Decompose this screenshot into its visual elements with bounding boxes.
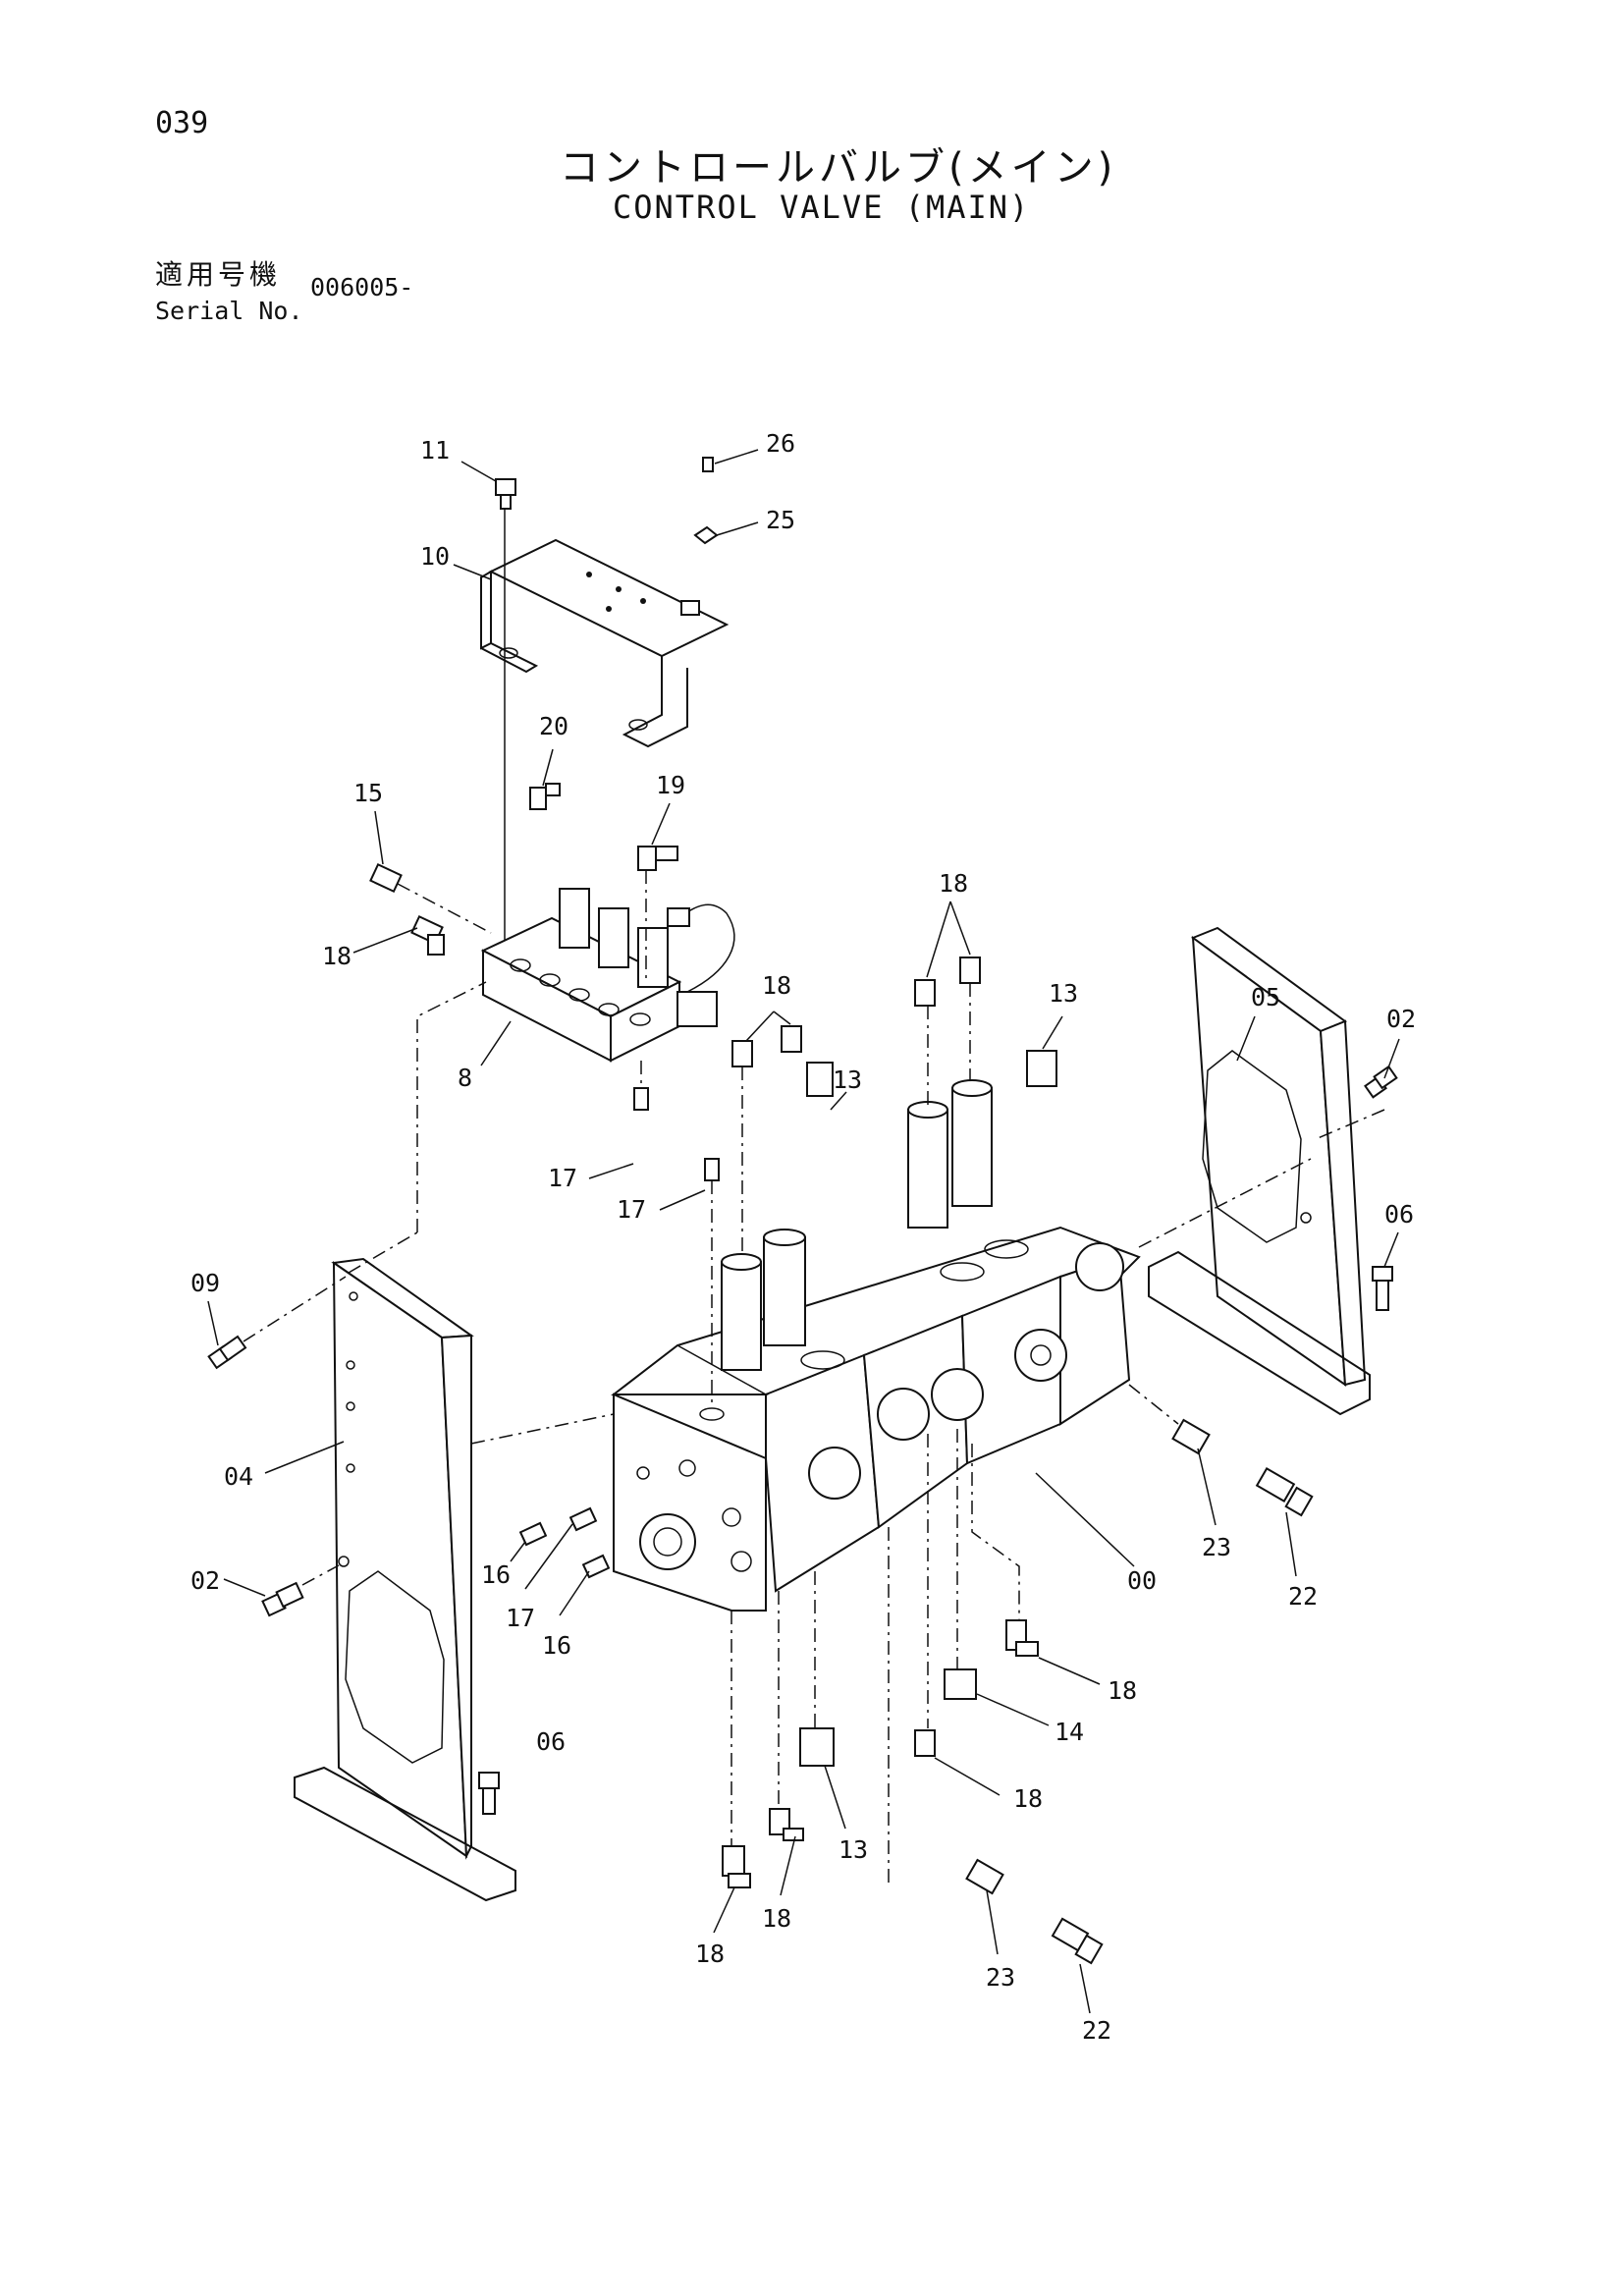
page-title-japanese: コントロールバルブ(メイン) — [560, 145, 1117, 191]
callout-19: 19 — [656, 771, 685, 799]
callout-18-bottom-mid: 18 — [762, 1904, 791, 1933]
callout-02-right: 02 — [1386, 1005, 1416, 1033]
elbow-fitting-part-18-block — [410, 915, 445, 956]
solenoid-valve-block-part-8 — [480, 888, 735, 1063]
callout-26: 26 — [766, 429, 795, 458]
connector-part-15 — [369, 863, 492, 934]
callout-18-top-right: 18 — [939, 869, 968, 898]
bolt-part-02-left — [261, 1564, 340, 1617]
bolt-part-06-left — [478, 1772, 500, 1815]
callout-labels: 11 26 25 10 20 15 19 18 18 18 13 13 05 0… — [190, 429, 1416, 2045]
leader-lines — [207, 449, 1400, 2014]
callout-04: 04 — [224, 1462, 253, 1491]
fittings-bottom — [722, 1429, 1104, 1965]
clip-part-25 — [693, 525, 719, 545]
callout-00: 00 — [1127, 1566, 1157, 1595]
callout-18-lower-right: 18 — [1108, 1676, 1137, 1705]
callout-25: 25 — [766, 506, 795, 534]
callout-15: 15 — [353, 779, 383, 807]
callout-17-top: 17 — [617, 1195, 646, 1224]
callout-18-lower-mid: 18 — [1013, 1784, 1043, 1813]
callout-10: 10 — [420, 542, 450, 571]
callout-13-top-left: 13 — [833, 1066, 862, 1094]
bolt-part-06-right — [1372, 1266, 1393, 1311]
serial-number-value: 006005- — [310, 273, 414, 301]
serial-label-japanese: 適用号機 — [155, 258, 282, 291]
callout-18-block: 18 — [322, 942, 352, 970]
callout-06-right: 06 — [1384, 1200, 1414, 1229]
plugs-part-16-17-left — [518, 1506, 611, 1579]
callout-22-bottom: 22 — [1082, 2016, 1111, 2045]
callout-05: 05 — [1251, 983, 1280, 1011]
callout-09: 09 — [190, 1269, 220, 1297]
adapter-part-23-right — [1171, 1418, 1211, 1455]
page-title-english: CONTROL VALVE (MAIN) — [613, 189, 1031, 226]
elbow-fittings-part-18-top — [731, 957, 981, 1257]
callout-18-top-left: 18 — [762, 971, 791, 1000]
mounting-plate-part-04 — [294, 1257, 516, 1902]
fitting-part-20 — [529, 783, 561, 810]
page-number: 039 — [155, 106, 209, 140]
adapter-part-13-top — [806, 1050, 1057, 1097]
callout-02-left: 02 — [190, 1566, 220, 1595]
screw-part-26 — [702, 457, 714, 472]
callout-16-lower: 16 — [542, 1631, 571, 1660]
callout-14: 14 — [1055, 1718, 1084, 1746]
bolt-part-02-right — [1364, 1065, 1398, 1099]
plug-part-17-top — [704, 1158, 720, 1404]
bolt-part-11 — [495, 478, 516, 962]
sensor-part-22-right — [1255, 1466, 1314, 1517]
callout-22-right: 22 — [1288, 1582, 1318, 1611]
callout-17-left: 17 — [506, 1604, 535, 1632]
callout-23-right: 23 — [1202, 1533, 1231, 1561]
elbow-fitting-part-19 — [637, 846, 678, 982]
callout-20: 20 — [539, 712, 568, 740]
bolt-part-09 — [207, 1276, 347, 1370]
control-valve-body-part-00 — [611, 1079, 1141, 1612]
callout-18-bottom-left: 18 — [695, 1940, 725, 1968]
callout-17-block: 17 — [548, 1164, 577, 1192]
callout-11: 11 — [420, 436, 450, 465]
callout-23-bottom: 23 — [986, 1963, 1015, 1992]
mounting-plate-part-05 — [1148, 926, 1371, 1416]
callout-13-top-right: 13 — [1049, 979, 1078, 1008]
callout-8: 8 — [458, 1064, 472, 1092]
callout-06-left: 06 — [536, 1727, 566, 1756]
serial-label-english: Serial No. — [155, 297, 303, 325]
callout-13-bottom: 13 — [839, 1835, 868, 1864]
callout-16-upper: 16 — [481, 1560, 511, 1589]
plug-part-17-block — [633, 1061, 649, 1111]
bracket-part-10 — [480, 538, 730, 748]
